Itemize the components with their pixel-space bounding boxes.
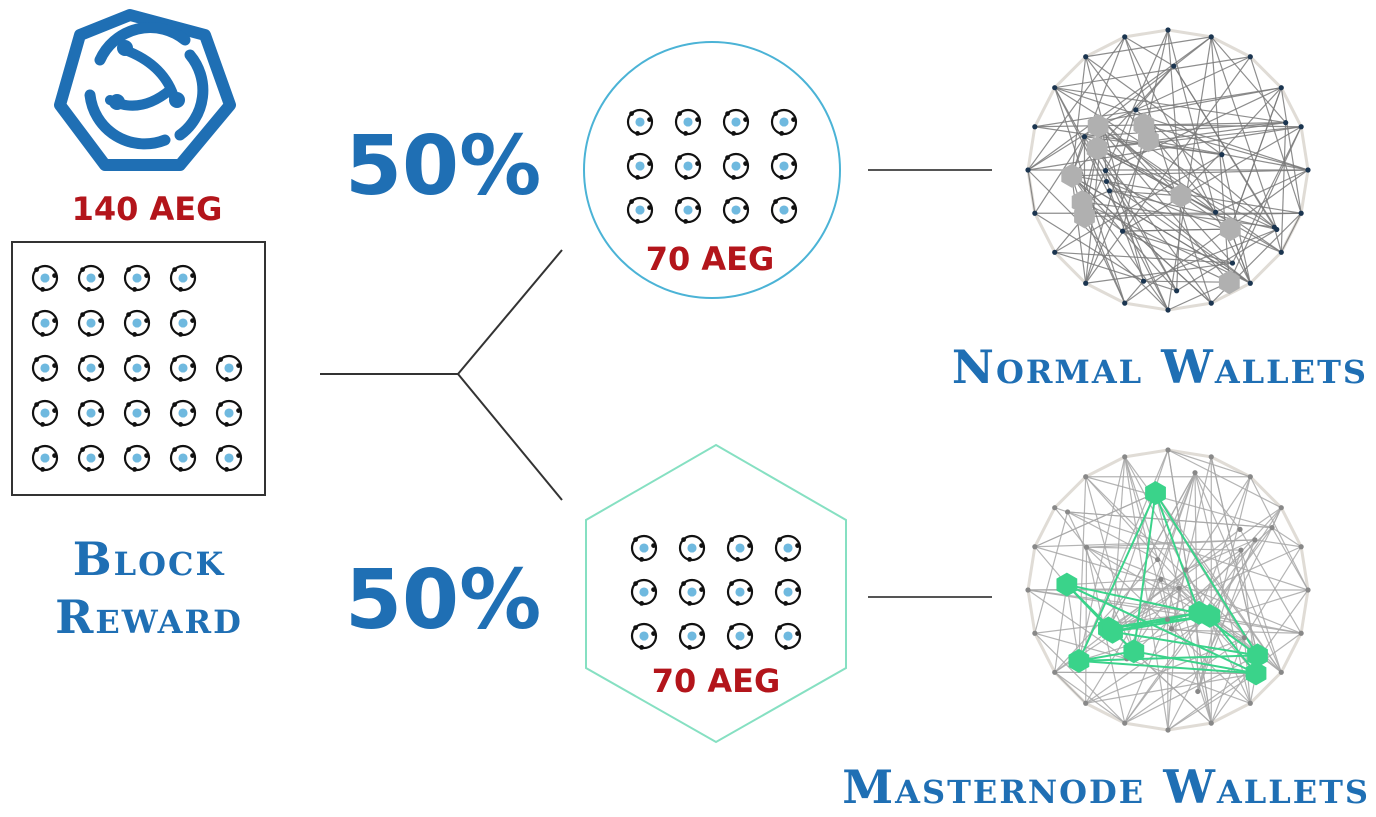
coin-icon — [31, 399, 59, 427]
coin-icon — [678, 578, 706, 606]
coin-icon — [726, 622, 754, 650]
coin-icon — [770, 108, 798, 136]
coin-icon — [626, 108, 654, 136]
coin-icon — [726, 578, 754, 606]
coin-icon — [630, 578, 658, 606]
masternode-amount: 70 AEG — [651, 662, 781, 700]
coin-icon — [726, 534, 754, 562]
coin-icon — [169, 444, 197, 472]
masternode-share-hexagon — [585, 443, 847, 744]
coin-icon — [722, 152, 750, 180]
normal-share-circle — [583, 41, 841, 299]
masternode-percent: 50% — [345, 553, 542, 648]
coin-icon — [630, 622, 658, 650]
coin-icon — [31, 354, 59, 382]
coin-icon — [722, 196, 750, 224]
coin-icon — [674, 152, 702, 180]
masternode-share-coins — [630, 534, 802, 650]
block-reward-amount: 140 AEG — [71, 190, 223, 228]
coin-icon — [123, 399, 151, 427]
coin-icon — [770, 152, 798, 180]
coin-icon — [77, 264, 105, 292]
coin-icon — [678, 534, 706, 562]
coin-icon — [774, 622, 802, 650]
block-reward-title-line1: Block — [72, 532, 226, 586]
coin-icon — [169, 309, 197, 337]
coin-icon — [123, 354, 151, 382]
block-reward-box — [11, 241, 266, 496]
coin-icon — [626, 196, 654, 224]
normal-percent: 50% — [345, 119, 542, 214]
coin-icon — [77, 444, 105, 472]
coin-icon — [215, 444, 243, 472]
coin-icon — [31, 264, 59, 292]
coin-icon — [215, 399, 243, 427]
normal-wallets-label: Normal Wallets — [951, 340, 1368, 394]
block-reward-title-line2: Reward — [55, 590, 243, 644]
aegis-logo-icon — [54, 9, 236, 171]
coin-icon — [31, 444, 59, 472]
masternode-network-globe-icon — [1025, 447, 1311, 733]
coin-icon — [31, 309, 59, 337]
coin-icon — [770, 196, 798, 224]
coin-icon — [774, 534, 802, 562]
coin-icon — [169, 264, 197, 292]
coin-icon — [123, 264, 151, 292]
coin-icon — [626, 152, 654, 180]
coin-icon — [774, 578, 802, 606]
normal-share-coins — [626, 108, 798, 224]
coin-icon — [169, 354, 197, 382]
coin-icon — [169, 399, 197, 427]
split-connector — [320, 249, 563, 501]
coin-icon — [678, 622, 706, 650]
normal-network-globe-icon — [1025, 27, 1311, 313]
coin-icon — [123, 309, 151, 337]
block-reward-title: Block Reward — [10, 530, 288, 646]
coin-icon — [123, 444, 151, 472]
coin-icon — [215, 354, 243, 382]
coin-icon — [722, 108, 750, 136]
coin-icon — [77, 399, 105, 427]
normal-amount: 70 AEG — [645, 240, 775, 278]
coin-icon — [674, 108, 702, 136]
coin-icon — [77, 309, 105, 337]
coin-icon — [674, 196, 702, 224]
block-reward-coins — [31, 264, 243, 472]
coin-icon — [77, 354, 105, 382]
coin-icon — [630, 534, 658, 562]
masternode-wallets-label: Masternode Wallets — [842, 760, 1370, 814]
